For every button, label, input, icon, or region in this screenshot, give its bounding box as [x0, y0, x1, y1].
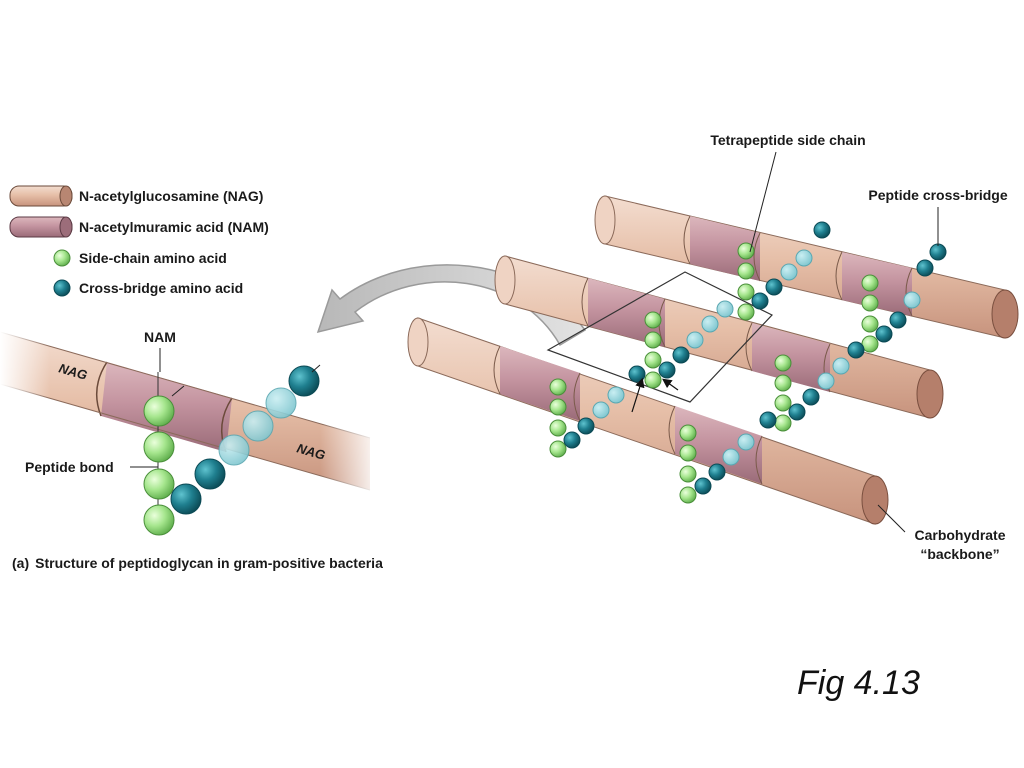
zoom-side-chain-aa-1: [143, 395, 175, 427]
caption-text: Structure of peptidoglycan in gram-posit…: [35, 555, 383, 571]
legend-nag-swatch: [9, 185, 73, 207]
cross-bridge-4: [788, 243, 947, 421]
carbohydrate-label-line1: Carbohydrate: [914, 527, 1005, 543]
legend-nam-swatch: [9, 216, 73, 238]
zoom-side-chain-aa-2: [143, 431, 175, 463]
zoomed-strand: [0, 320, 380, 536]
zoom-cross-bridge-aa-2: [194, 458, 226, 490]
cross-bridge-1: [563, 365, 646, 449]
side-chains: [549, 242, 879, 504]
zoom-side-chain-aa-3: [143, 468, 175, 500]
side-chain-back-1: [737, 242, 755, 321]
zoom-cross-bridge-aa-3: [218, 434, 250, 466]
peptide-cross-bridge-label: Peptide cross-bridge: [868, 187, 1007, 203]
legend-nam-label: N-acetylmuramic acid (NAM): [79, 219, 269, 235]
legend-side-chain-swatch: [53, 249, 71, 267]
zoom-cross-bridge-aa-1: [170, 483, 202, 515]
figure-caption: (a) Structure of peptidoglycan in gram-po…: [12, 555, 383, 571]
side-chain-middle-2: [774, 354, 792, 432]
legend-nag-label: N-acetylglucosamine (NAG): [79, 188, 263, 204]
tetrapeptide-label: Tetrapeptide side chain: [710, 132, 865, 148]
zoom-side-chain-aa-4: [143, 504, 175, 536]
side-chain-front-2: [679, 424, 697, 504]
side-chain-back-2: [861, 274, 879, 353]
legend: N-acetylglucosamine (NAG) N-acetylmurami…: [9, 185, 269, 297]
zoom-cross-bridge-aa-6: [288, 365, 320, 397]
figure-number: Fig 4.13: [797, 664, 920, 702]
peptide-bond-label: Peptide bond: [25, 459, 114, 475]
legend-side-chain-label: Side-chain amino acid: [79, 250, 227, 266]
zoom-cross-bridge-aa-4: [242, 410, 274, 442]
side-chain-middle-1: [644, 311, 662, 389]
caption-tag: (a): [12, 555, 29, 571]
zoom-cross-bridge-aa-5: [265, 387, 297, 419]
legend-cross-bridge-swatch: [53, 279, 71, 297]
cross-bridges: [563, 221, 947, 495]
cross-bridge-2: [658, 221, 831, 379]
side-chain-front-1: [549, 378, 567, 458]
carbohydrate-label-line2: “backbone”: [920, 546, 999, 562]
legend-cross-bridge-label: Cross-bridge amino acid: [79, 280, 243, 296]
zoom-nam-label: NAM: [144, 329, 176, 345]
cross-bridge-3: [694, 411, 777, 495]
